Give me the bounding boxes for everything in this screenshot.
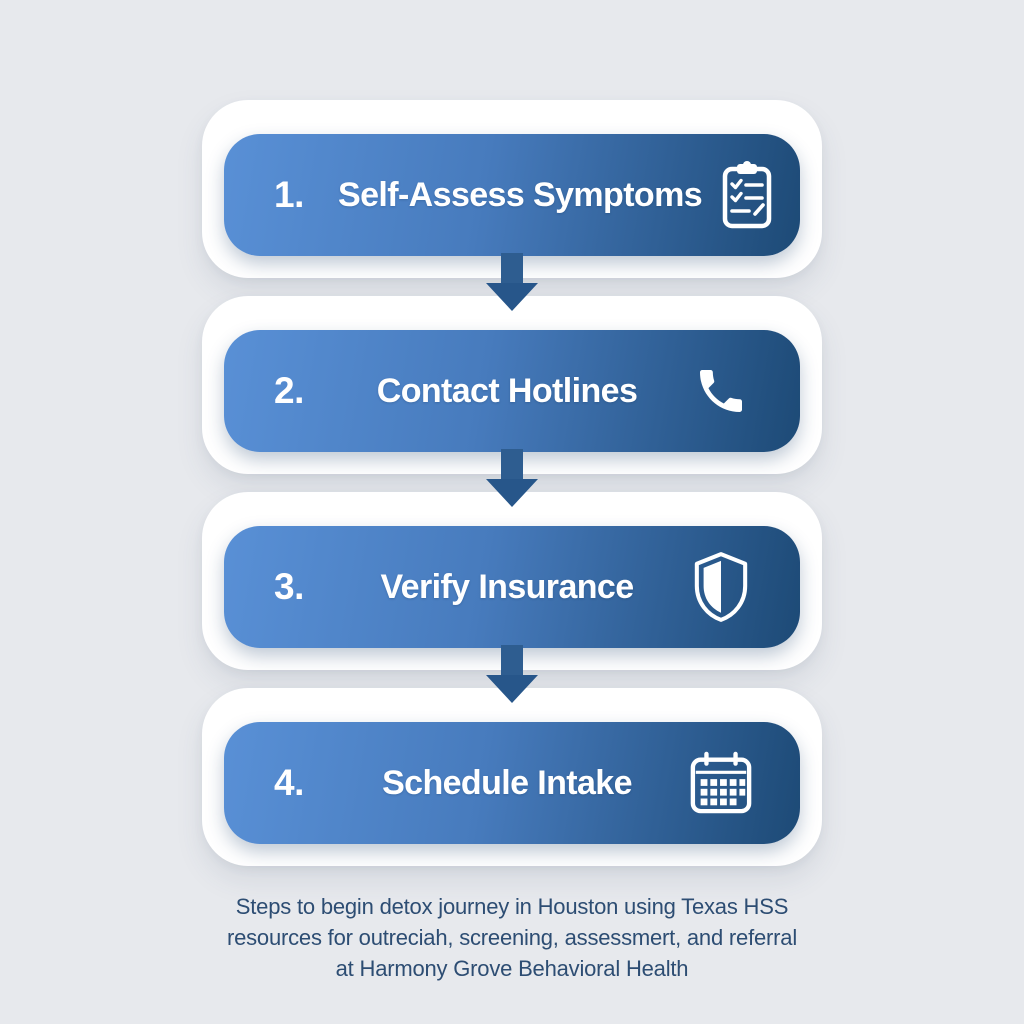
flow-arrow-down-icon [486,449,538,507]
flow-arrow-down-icon [486,253,538,311]
phone-icon [686,363,756,419]
step-number: 3. [274,566,304,607]
step-pill-3: 3. Verify Insurance [224,526,800,648]
caption: Steps to begin detox journey in Houston … [0,891,1024,984]
step-card-2: 2. Contact Hotlines [202,296,822,474]
step-number: 1. [274,174,304,215]
step-number: 2. [274,370,304,411]
calendar-icon [686,750,756,816]
step-pill-1: 1. Self-Assess Symptoms [224,134,800,256]
step-pill-4: 4. Schedule Intake [224,722,800,844]
shield-icon [686,551,756,623]
step-label: Schedule Intake [382,763,632,802]
step-card-1: 1. Self-Assess Symptoms [202,100,822,278]
step-card-4: 4. Schedule Intake [202,688,822,866]
caption-line-3: at Harmony Grove Behavioral Health [335,956,689,981]
step-label: Verify Insurance [380,567,634,606]
caption-line-1: Steps to begin detox journey in Houston … [235,894,789,919]
step-number: 4. [274,762,304,803]
clipboard-checklist-icon [712,160,782,230]
step-card-3: 3. Verify Insurance [202,492,822,670]
step-label: Self-Assess Symptoms [338,175,703,214]
step-label: Contact Hotlines [376,371,638,410]
caption-line-2: resources for outreciah, screening, asse… [226,925,798,950]
step-pill-2: 2. Contact Hotlines [224,330,800,452]
flow-arrow-down-icon [486,645,538,703]
